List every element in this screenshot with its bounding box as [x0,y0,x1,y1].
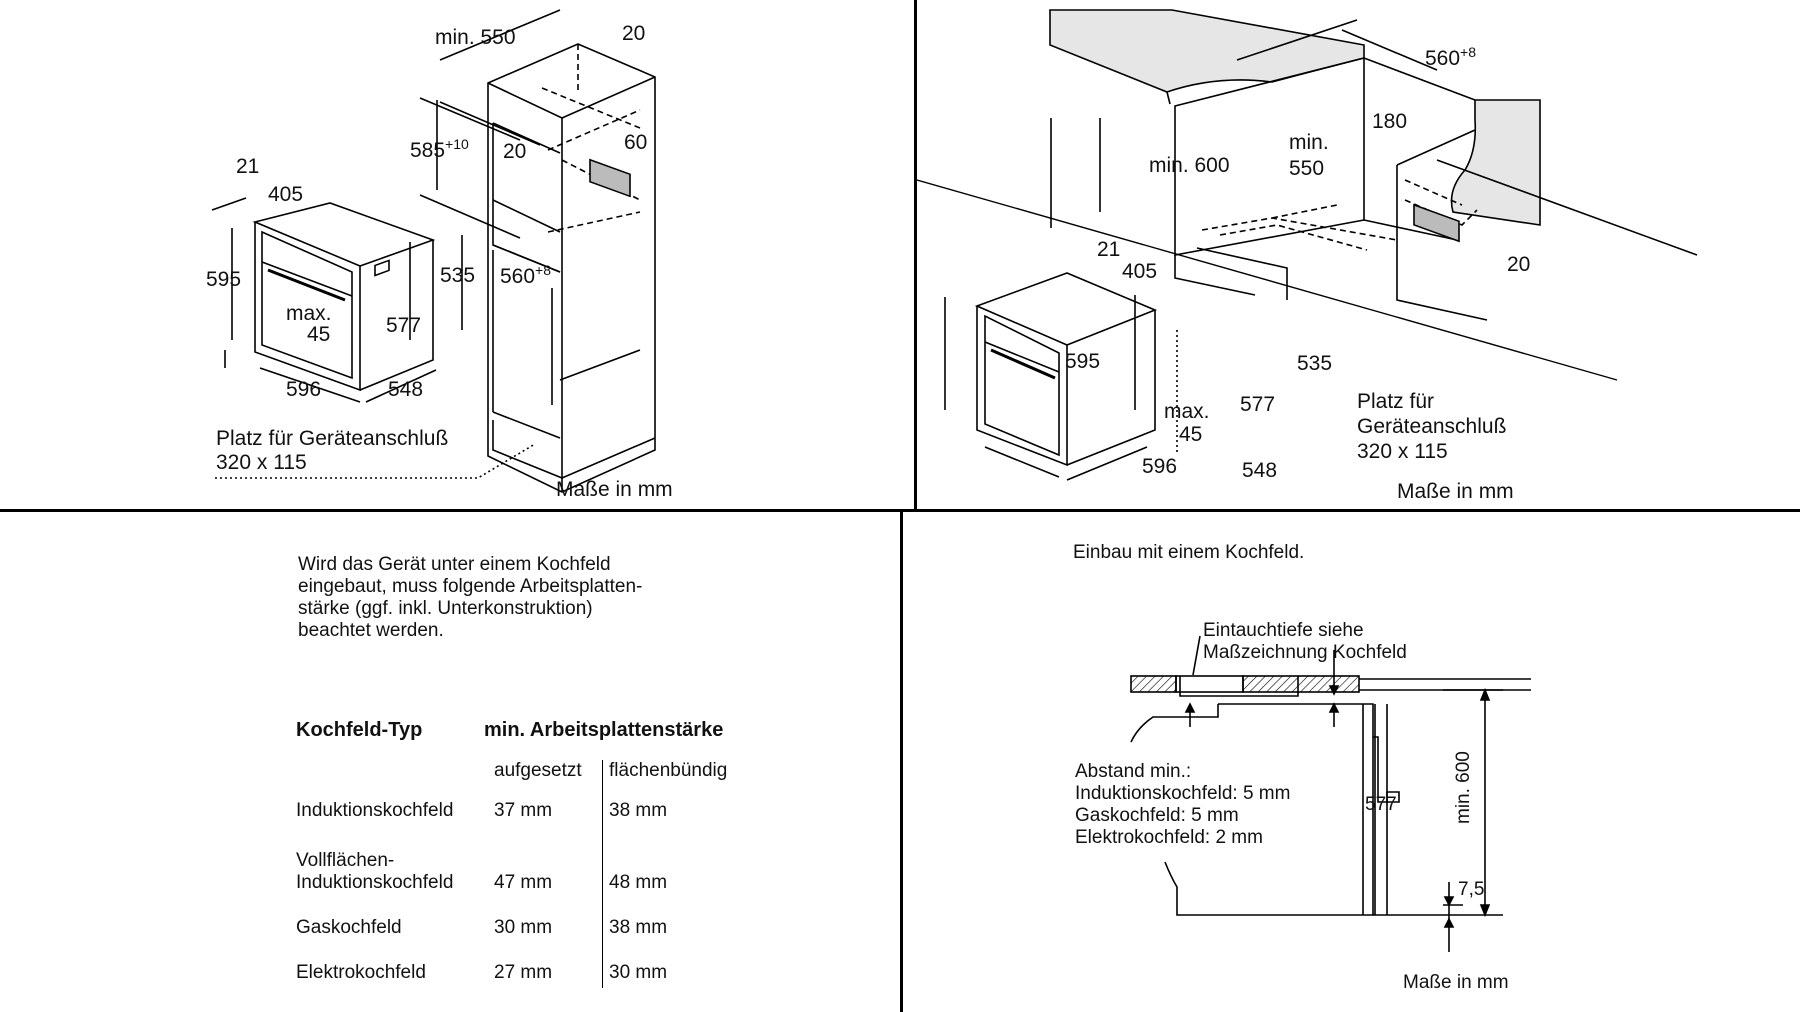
panel-top-right-undercounter-diagram: 560+8 min. 600 min. 550 180 20 21 405 59… [917,0,1800,509]
table-row: Gaskochfeld 30 mm 38 mm [296,917,728,962]
subheader-flaechenbuendig: flächenbündig [602,760,728,800]
panel-bottom-right-cooktop-section: Einbau mit einem Kochfeld. [903,512,1800,1012]
unit-label: Maße in mm [1397,480,1514,503]
dim-21: 21 [236,155,260,178]
platz-label-line2: 320 x 115 [216,451,307,474]
dim-596: 596 [286,378,322,401]
row-type-line2: Induktionskochfeld [296,872,454,893]
table-row: Induktionskochfeld 37 mm 38 mm [296,800,728,850]
abstand-line: Induktionskochfeld: 5 mm [1075,783,1291,804]
dim-585: 585+10 [410,136,469,162]
abstand-note: Abstand min.: Induktionskochfeld: 5 mm G… [1075,761,1290,849]
row-flaechenbuendig: 30 mm [602,962,728,988]
divider-vertical-bottom [900,510,903,1012]
dim-7-5: 7,5 [1458,879,1485,900]
row-type: Gaskochfeld [296,917,402,938]
dim-548: 548 [388,378,424,401]
row-aufgesetzt: 47 mm [494,872,553,893]
dim-560: 560+8 [1425,44,1477,70]
dim-535: 535 [440,264,476,287]
row-aufgesetzt: 30 mm [494,917,553,938]
dim-min550-b: 550 [1289,157,1325,180]
row-aufgesetzt: 27 mm [494,962,553,983]
intro-paragraph: Wird das Gerät unter einem Kochfeld eing… [298,554,642,642]
row-type-line1: Vollflächen- [296,850,395,871]
dim-max45-b: 45 [1179,423,1203,446]
divider-vertical-top [914,0,917,510]
dim-max45-b: 45 [307,323,331,346]
dim-595: 595 [1065,350,1101,373]
oven-cabinet-drawing [211,9,656,493]
section-title: Einbau mit einem Kochfeld. [1073,542,1305,563]
dim-20-inner: 20 [503,140,527,163]
unit-label: Maße in mm [1403,972,1509,993]
dim-535: 535 [1297,352,1333,375]
countertop-thickness-table: aufgesetzt flächenbündig Induktionskochf… [296,760,728,988]
row-flaechenbuendig: 38 mm [602,800,728,850]
abstand-line: Gaskochfeld: 5 mm [1075,805,1239,826]
panel-top-left-oven-cabinet-diagram: min. 550 20 585+10 20 60 21 405 595 535 … [0,0,914,509]
dim-max45-a: max. [1164,400,1210,423]
cooktop-section-drawing [1130,635,1531,952]
dim-577: 577 [1365,794,1397,815]
unit-label: Maße in mm [556,478,673,501]
dim-20: 20 [1507,253,1531,276]
intro-line: Wird das Gerät unter einem Kochfeld [298,554,611,575]
eintauch-line: Maßzeichnung Kochfeld [1203,642,1407,663]
row-flaechenbuendig: 48 mm [602,872,728,917]
dim-min550: min. 550 [435,26,516,49]
dim-405: 405 [1122,260,1158,283]
dim-min600: min. 600 [1453,751,1474,824]
abstand-line: Elektrokochfeld: 2 mm [1075,827,1263,848]
table-header-type: Kochfeld-Typ [296,719,423,741]
dim-577: 577 [386,314,422,337]
dim-405: 405 [268,183,304,206]
dim-60: 60 [624,131,648,154]
dim-596: 596 [1142,455,1178,478]
intro-line: eingebaut, muss folgende Arbeitsplatten- [298,576,643,597]
platz-label-line2: Geräteanschluß [1357,415,1507,438]
dim-577: 577 [1240,393,1276,416]
subheader-aufgesetzt: aufgesetzt [494,760,582,781]
dim-20-top: 20 [622,22,646,45]
undercounter-drawing [917,9,1698,481]
dim-180: 180 [1372,110,1408,133]
row-type: Elektrokochfeld [296,962,426,983]
dim-548: 548 [1242,459,1278,482]
eintauch-note: Eintauchtiefe siehe Maßzeichnung Kochfel… [1203,620,1407,664]
panel-bottom-left-countertop-table: Wird das Gerät unter einem Kochfeld eing… [0,512,900,1012]
dim-560: 560+8 [500,262,552,288]
platz-label-line1: Platz für Geräteanschluß [216,427,449,450]
table-row: Induktionskochfeld 47 mm 48 mm [296,872,728,917]
table-header-min: min. Arbeitsplattenstärke [484,719,724,741]
dim-21: 21 [1097,238,1121,261]
eintauch-line: Eintauchtiefe siehe [1203,620,1364,641]
platz-label-line3: 320 x 115 [1357,440,1448,463]
abstand-line: Abstand min.: [1075,761,1192,782]
row-flaechenbuendig: 38 mm [602,917,728,962]
dim-max45-a: max. [286,302,332,325]
dim-595: 595 [206,268,242,291]
table-subheader-row: aufgesetzt flächenbündig [296,760,728,800]
intro-line: beachtet werden. [298,620,444,641]
platz-label-line1: Platz für [1357,390,1435,413]
dim-min550-a: min. [1289,131,1329,154]
dim-min600: min. 600 [1149,154,1230,177]
table-row: Vollflächen- [296,850,728,872]
intro-line: stärke (ggf. inkl. Unterkonstruktion) [298,598,593,619]
row-type: Induktionskochfeld [296,800,454,821]
row-aufgesetzt: 37 mm [494,800,553,821]
table-row: Elektrokochfeld 27 mm 30 mm [296,962,728,988]
